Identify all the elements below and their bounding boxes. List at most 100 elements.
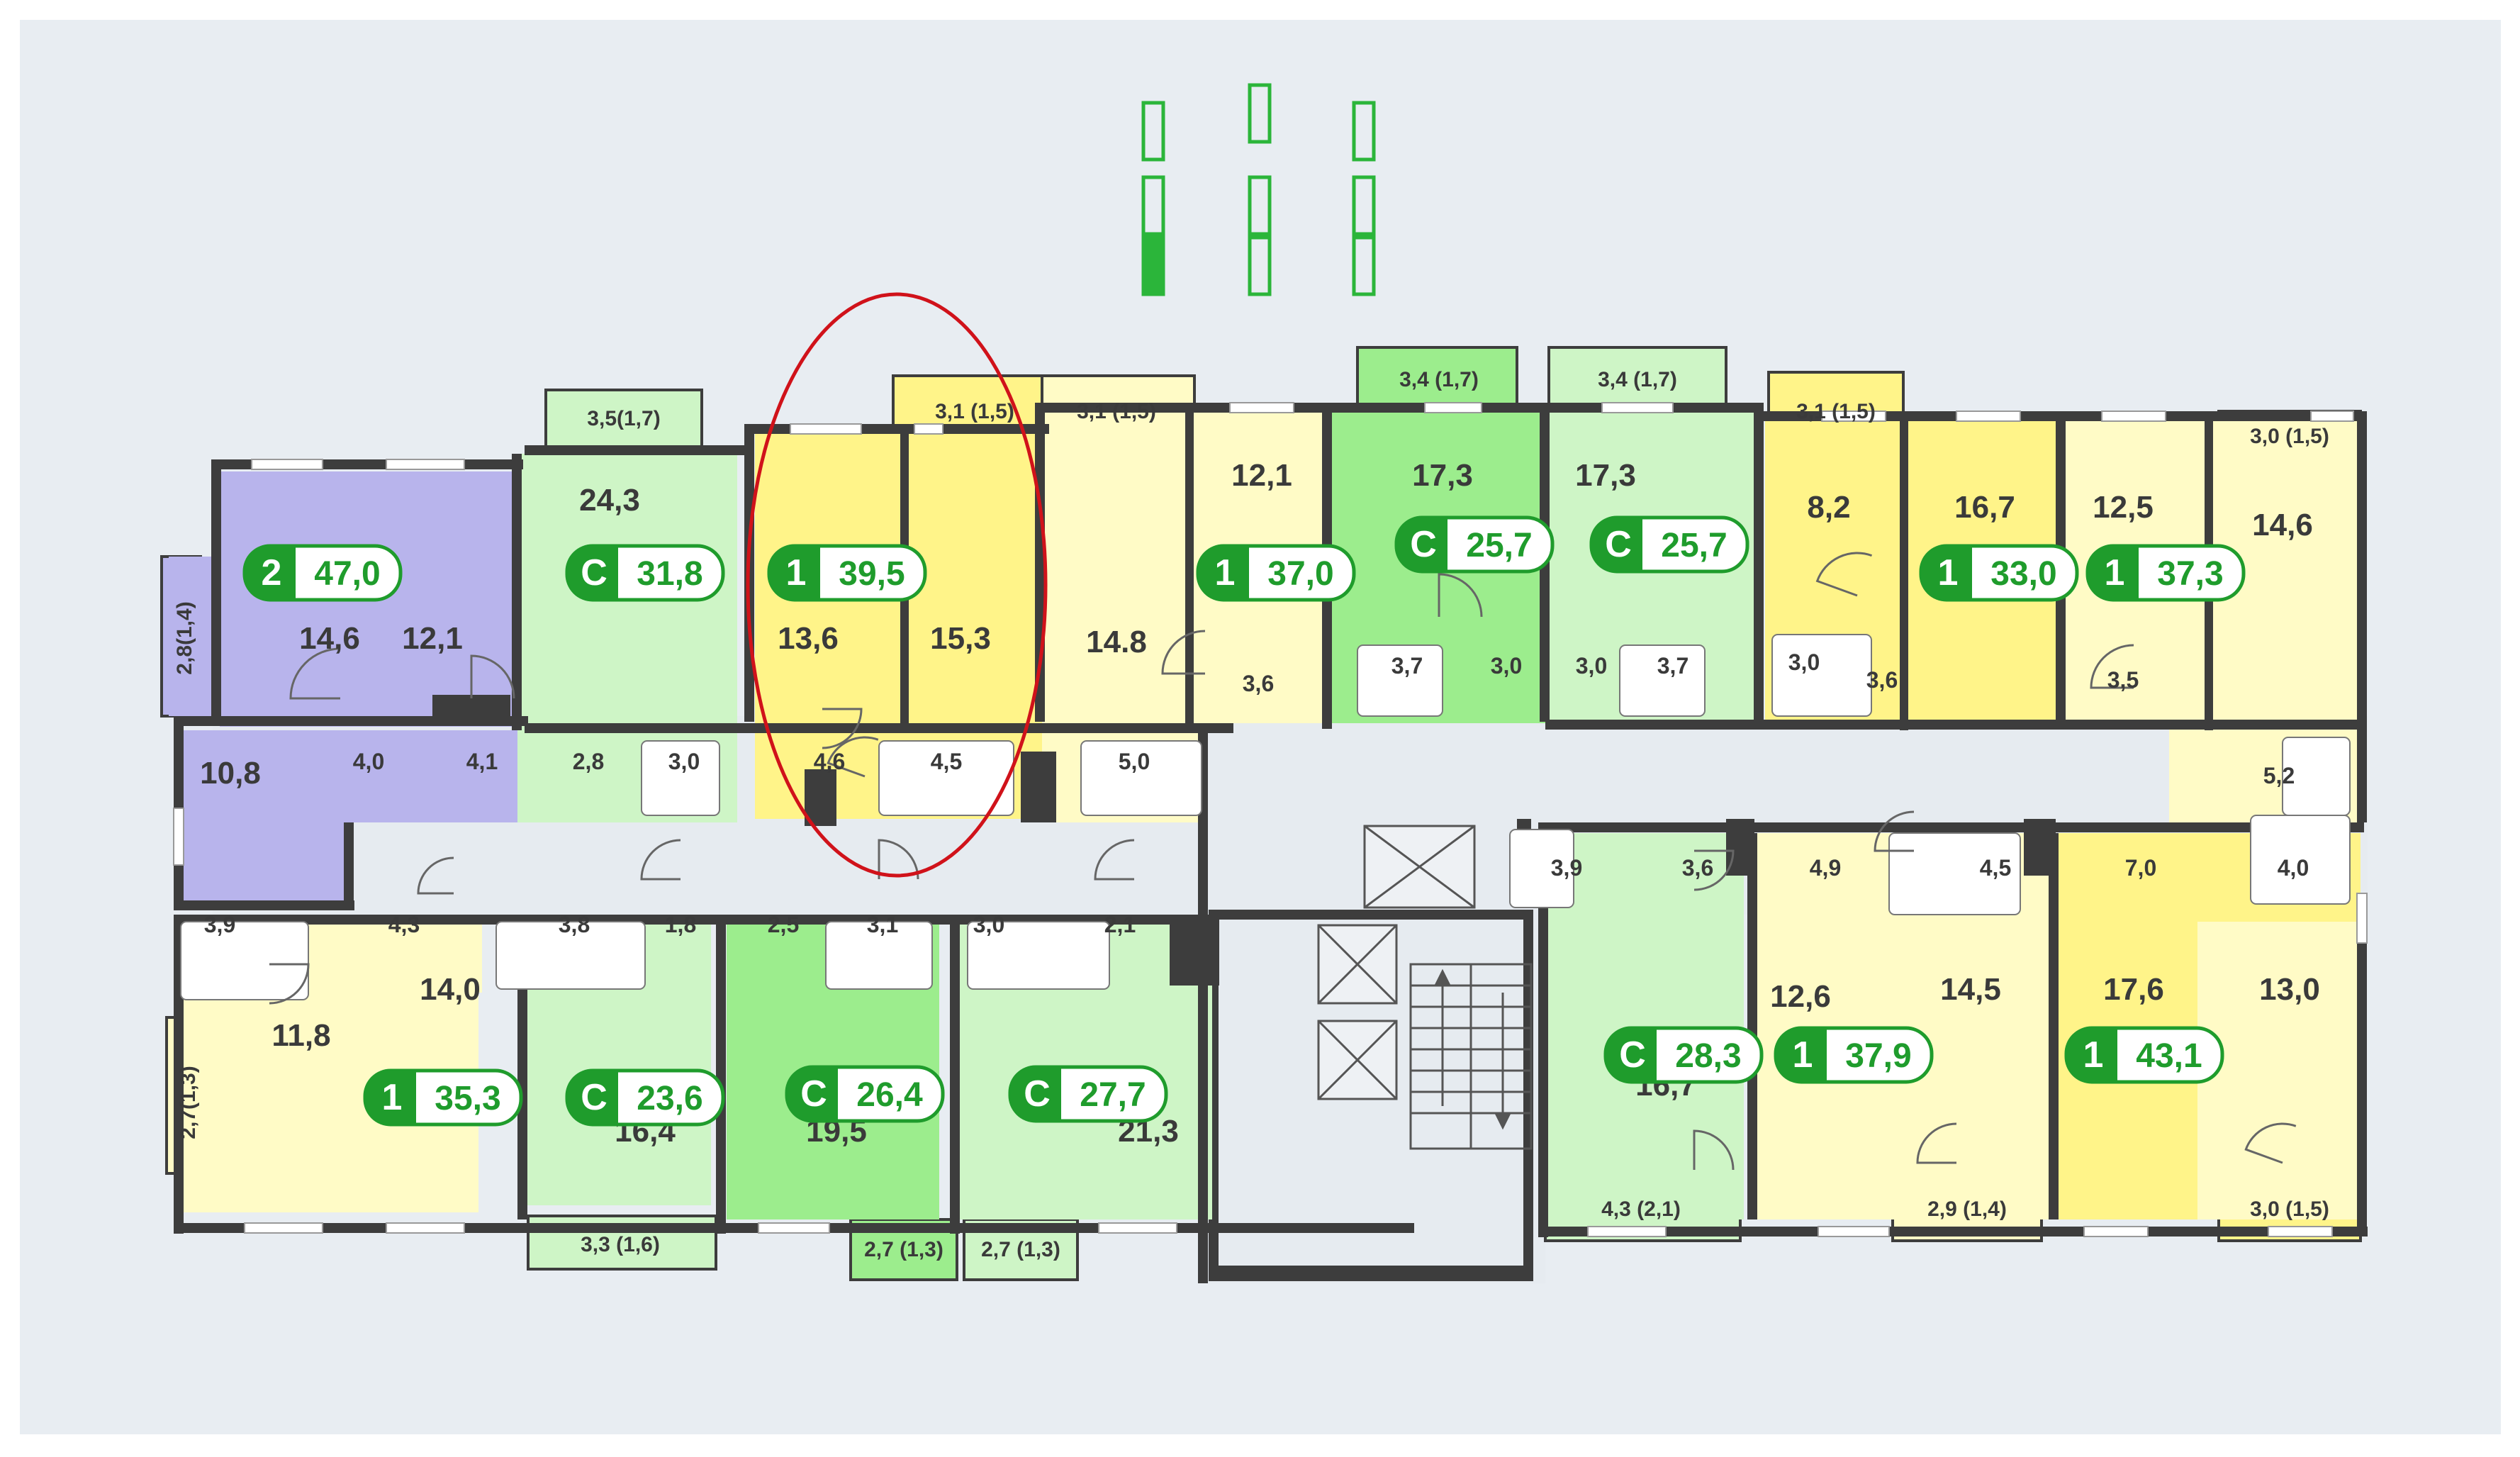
wall-segment (517, 922, 527, 1219)
window (386, 1222, 465, 1234)
wall-segment (512, 454, 522, 730)
apt-1-370-a[interactable] (1042, 411, 1191, 730)
window (1587, 1226, 1667, 1237)
room-area-label: 16,7 (1954, 490, 2015, 525)
apartment-type: C (1619, 1034, 1646, 1076)
bathroom-fixture (641, 740, 720, 816)
highlight-ellipse (746, 292, 1048, 878)
room-area-label: 1,8 (665, 912, 696, 937)
bathroom-fixture (180, 921, 309, 1000)
fixtures (180, 634, 2351, 1000)
apartment-type: 1 (1938, 552, 1959, 593)
apartment-area: 26,4 (856, 1076, 923, 1114)
room-area-label: 3,6 (1243, 671, 1274, 696)
apartment-badge[interactable]: C 25,7 (1589, 515, 1749, 574)
wall-segment (1754, 403, 1764, 729)
door-swing (289, 647, 341, 700)
room-area-label: 3,9 (1551, 855, 1582, 881)
badge-type-pill (365, 1071, 416, 1124)
apartment-type: C (1605, 524, 1632, 565)
windows (173, 402, 2368, 1237)
window (2268, 1226, 2333, 1237)
balcony-1[interactable] (544, 389, 703, 455)
balcony-area-label: 3,5(1,7) (587, 407, 660, 430)
balcony-area-label: 3,1 (1,5) (1796, 400, 1876, 423)
wall-segment (174, 900, 354, 910)
wall-segment (174, 1223, 528, 1233)
wall-segment (1545, 720, 2361, 730)
room-area-label: 14.8 (1086, 625, 1147, 659)
elevator-2-icon (1317, 924, 1398, 1005)
room-area-label: 3,6 (1682, 855, 1713, 881)
room-area-label: 3,0 (1491, 653, 1522, 679)
room-area-label: 4,0 (353, 749, 384, 774)
bathroom-fixture (825, 921, 933, 990)
bathroom-fixture (1080, 740, 1202, 816)
badge-type-pill (567, 1071, 618, 1124)
bathroom-fixture (967, 921, 1110, 990)
wall-segment (1170, 915, 1219, 986)
apartment-area: 35,3 (435, 1080, 500, 1117)
apt-2-hall-b[interactable] (312, 730, 517, 822)
room-area-label: 4,9 (1810, 855, 1841, 881)
room-area-label: 12,5 (2093, 490, 2154, 525)
room-area-label: 24,3 (579, 483, 640, 518)
balcony-area-label: 3,4 (1,7) (1399, 368, 1479, 391)
room-area-label: 4,5 (1980, 855, 2011, 881)
room-area-label: 2,8 (573, 749, 604, 774)
room-area-label: 3,5 (2107, 667, 2139, 693)
window (1821, 411, 1886, 422)
wall-segment (805, 769, 836, 826)
apartment-type: 1 (2105, 552, 2125, 593)
room-area-label: 11,8 (271, 1018, 330, 1053)
room-area-label: 14,5 (1940, 972, 2001, 1007)
wall-segment (432, 695, 510, 723)
apartment-type: 1 (1215, 552, 1236, 593)
window (251, 459, 323, 470)
balcony-area-label: 3,0 (1,5) (2250, 1198, 2329, 1221)
apt-2-balcony-room[interactable] (169, 557, 218, 716)
badge-type-pill (1606, 1028, 1657, 1082)
room-area-label: 3,0 (1788, 649, 1820, 675)
door-swing (1815, 552, 1873, 597)
apartment-area: 33,0 (1990, 555, 2056, 593)
badge-type-pill (245, 546, 296, 600)
room-area-label: 12,1 (402, 621, 463, 656)
stairs-icon (1409, 963, 1533, 1150)
room-area-label: 12,6 (1770, 979, 1831, 1014)
apt-1-431-b[interactable] (2197, 922, 2361, 1219)
wall-segment (1538, 822, 2190, 832)
room-area-label: 3,0 (1576, 653, 1607, 679)
wall-segment (1900, 418, 1908, 730)
badge-type-pill (1921, 546, 1972, 600)
apartment-area: 25,7 (1466, 527, 1532, 564)
door-swing (827, 736, 879, 778)
balcony-area-label: 4,3 (2,1) (1601, 1198, 1681, 1221)
badge-type-pill (567, 546, 618, 600)
apartment-type: 1 (382, 1077, 403, 1118)
balcony-area-label: 3,1 (1,5) (935, 400, 1014, 423)
room-area-label: 13,6 (778, 621, 839, 656)
wall-segment (1185, 411, 1194, 723)
apartment-area: 25,7 (1661, 527, 1727, 564)
door-swing (640, 839, 681, 881)
door-swing (2090, 644, 2134, 689)
badge-type-pill (1396, 518, 1447, 571)
room-area-label: 7,0 (2125, 855, 2156, 881)
balcony-4[interactable] (1356, 346, 1518, 413)
